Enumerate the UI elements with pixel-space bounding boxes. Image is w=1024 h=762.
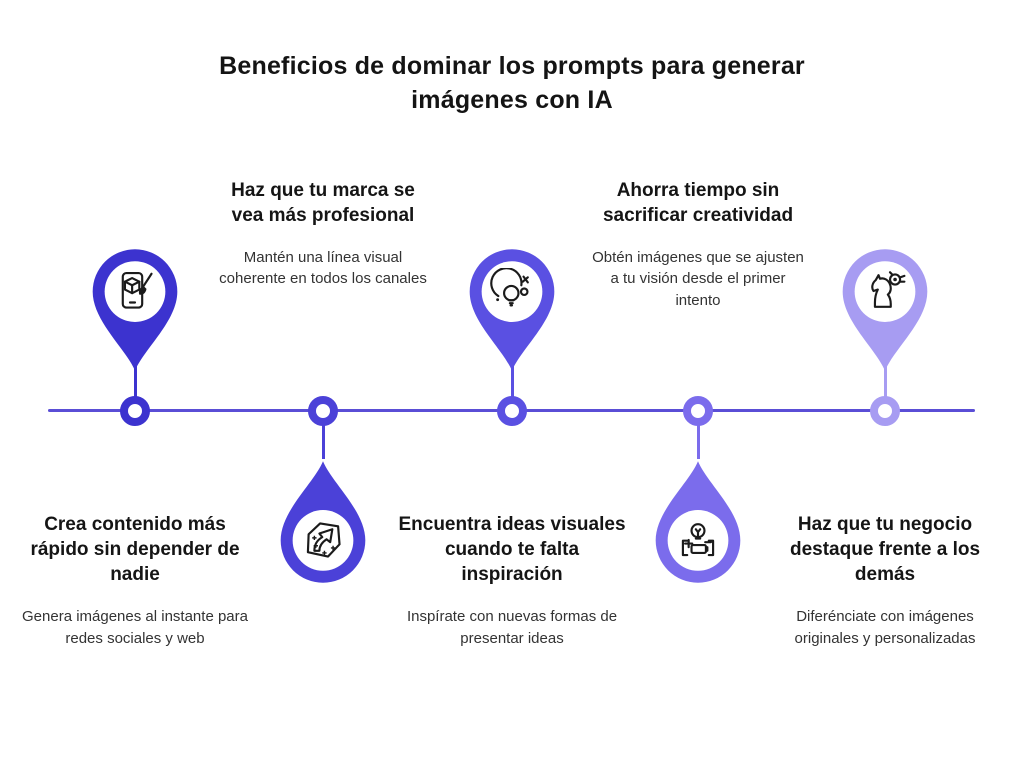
timeline-marker [497, 396, 527, 426]
timeline-marker [120, 396, 150, 426]
teardrop-pin [280, 461, 366, 583]
page-title: Beneficios de dominar los prompts para g… [219, 52, 805, 114]
node-heading: Haz que tu marca se vea más profesional [231, 180, 415, 227]
arrow-sticker-icon [300, 517, 346, 563]
node-connector [697, 424, 700, 459]
lightbulb-battery-icon [675, 517, 721, 563]
node-text-block: Encuentra ideas visuales cuando te falta… [397, 512, 627, 649]
node-heading: Crea contenido más rápido sin depender d… [30, 514, 240, 586]
chess-knight-gear-icon [862, 268, 908, 314]
lightbulb-orbit-icon [489, 267, 535, 314]
node-text-block: Haz que tu marca se vea más profesional … [213, 178, 433, 290]
node-heading: Ahorra tiempo sin sacrificar creatividad [602, 180, 794, 227]
node-body: Genera imágenes al instante para redes s… [22, 608, 248, 647]
node-text-block: Crea contenido más rápido sin depender d… [20, 512, 250, 649]
node-text-block: Haz que tu negocio destaque frente a los… [770, 512, 1000, 649]
smartphone-cube-paintbrush-icon [112, 268, 158, 314]
node-body: Obtén imágenes que se ajusten a tu visió… [592, 249, 804, 309]
node-body: Inspírate con nuevas formas de presentar… [406, 608, 618, 647]
node-heading: Haz que tu negocio destaque frente a los… [789, 514, 981, 586]
node-connector [884, 366, 887, 398]
timeline-marker [683, 396, 713, 426]
node-body: Diferénciate con imágenes originales y p… [794, 608, 976, 647]
node-body: Mantén una línea visual coherente en tod… [219, 249, 427, 288]
node-heading: Encuentra ideas visuales cuando te falta… [398, 514, 626, 586]
timeline-marker [308, 396, 338, 426]
node-connector [322, 424, 325, 459]
node-connector [134, 366, 137, 398]
timeline-marker [870, 396, 900, 426]
node-connector [511, 366, 514, 398]
node-text-block: Ahorra tiempo sin sacrificar creatividad… [588, 178, 808, 311]
